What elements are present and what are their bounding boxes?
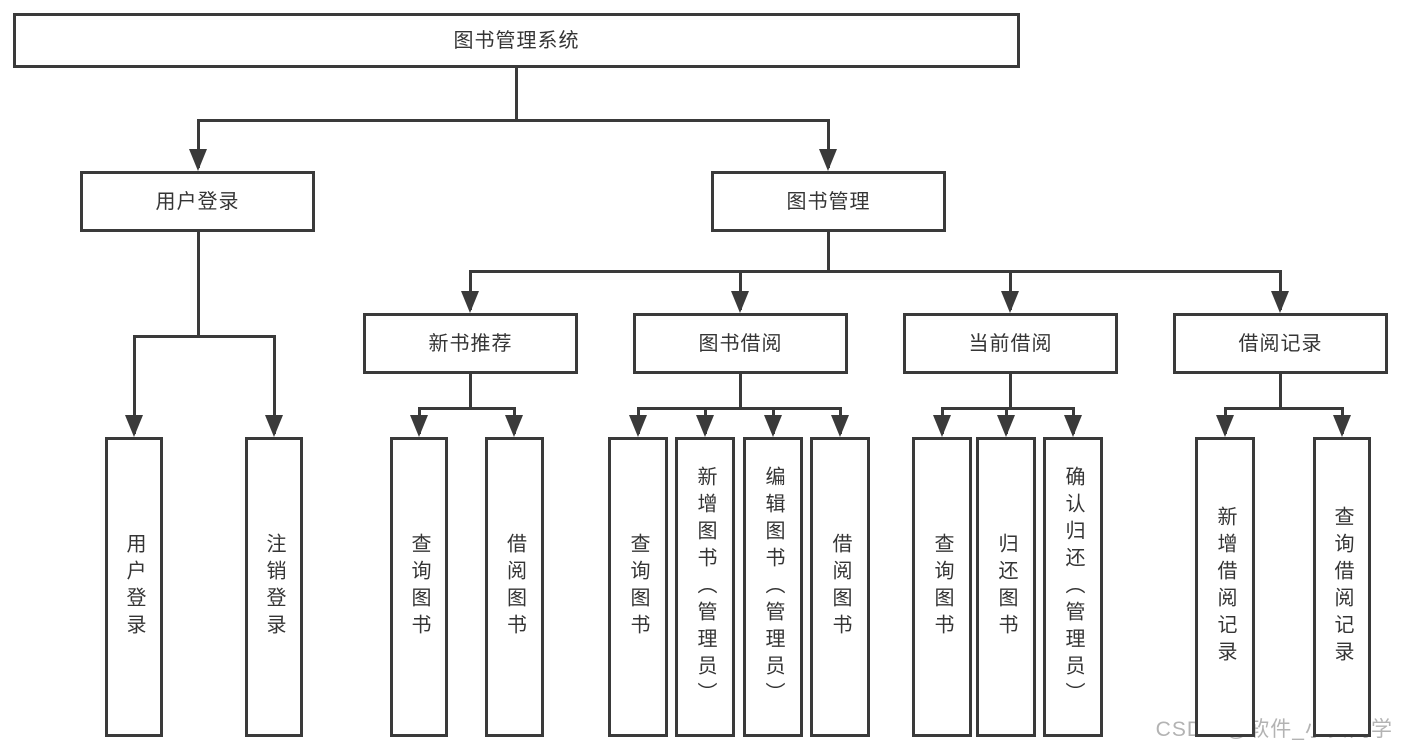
connector-line-vertical bbox=[1278, 271, 1282, 310]
node-leaf-borrow-book-2: 借阅图书 bbox=[810, 437, 870, 737]
connector-line-vertical bbox=[1008, 271, 1012, 310]
connector-line-horizontal bbox=[196, 118, 830, 122]
connector-line-vertical bbox=[514, 68, 518, 120]
node-leaf-return-book: 归还图书 bbox=[976, 437, 1036, 737]
arrowhead-down-icon bbox=[831, 415, 849, 437]
arrowhead-down-icon bbox=[1271, 291, 1289, 313]
arrowhead-down-icon bbox=[997, 415, 1015, 437]
connector-line-horizontal bbox=[468, 269, 1282, 273]
connector-line-vertical bbox=[738, 271, 742, 310]
arrowhead-down-icon bbox=[189, 149, 207, 171]
arrowhead-down-icon bbox=[764, 415, 782, 437]
arrowhead-down-icon bbox=[461, 291, 479, 313]
connector-line-vertical bbox=[738, 374, 742, 408]
connector-line-vertical bbox=[826, 232, 830, 271]
node-leaf-borrow-book-1: 借阅图书 bbox=[485, 437, 544, 737]
arrowhead-down-icon bbox=[125, 415, 143, 437]
arrowhead-down-icon bbox=[629, 415, 647, 437]
arrowhead-down-icon bbox=[1216, 415, 1234, 437]
node-user-login-branch: 用户登录 bbox=[80, 171, 315, 232]
connector-line-vertical bbox=[132, 336, 136, 434]
arrowhead-down-icon bbox=[505, 415, 523, 437]
arrowhead-down-icon bbox=[265, 415, 283, 437]
arrowhead-down-icon bbox=[1064, 415, 1082, 437]
connector-line-vertical bbox=[826, 120, 830, 168]
node-leaf-edit-book: 编辑图书（管理员） bbox=[743, 437, 803, 737]
connector-line-vertical bbox=[196, 232, 200, 336]
node-borrowing-records: 借阅记录 bbox=[1173, 313, 1388, 374]
node-leaf-logout: 注销登录 bbox=[245, 437, 303, 737]
arrowhead-down-icon bbox=[1333, 415, 1351, 437]
arrowhead-down-icon bbox=[819, 149, 837, 171]
node-leaf-query-record: 查询借阅记录 bbox=[1313, 437, 1371, 737]
connector-line-vertical bbox=[1278, 374, 1282, 408]
arrowhead-down-icon bbox=[731, 291, 749, 313]
node-leaf-query-book-3: 查询图书 bbox=[912, 437, 972, 737]
node-leaf-query-book-1: 查询图书 bbox=[390, 437, 448, 737]
node-book-management: 图书管理 bbox=[711, 171, 946, 232]
arrowhead-down-icon bbox=[410, 415, 428, 437]
connector-line-vertical bbox=[468, 374, 472, 408]
node-current-borrowing: 当前借阅 bbox=[903, 313, 1118, 374]
node-leaf-user-login: 用户登录 bbox=[105, 437, 163, 737]
node-leaf-add-book: 新增图书（管理员） bbox=[675, 437, 735, 737]
connector-line-horizontal bbox=[940, 406, 1075, 410]
arrowhead-down-icon bbox=[933, 415, 951, 437]
connector-line-vertical bbox=[196, 120, 200, 168]
connector-line-horizontal bbox=[132, 334, 276, 338]
node-leaf-add-record: 新增借阅记录 bbox=[1195, 437, 1255, 737]
connector-line-vertical bbox=[272, 336, 276, 434]
node-leaf-confirm-return: 确认归还（管理员） bbox=[1043, 437, 1103, 737]
arrowhead-down-icon bbox=[696, 415, 714, 437]
connector-line-horizontal bbox=[417, 406, 516, 410]
node-new-book-recommend: 新书推荐 bbox=[363, 313, 578, 374]
arrowhead-down-icon bbox=[1001, 291, 1019, 313]
node-book-borrowing: 图书借阅 bbox=[633, 313, 848, 374]
node-root: 图书管理系统 bbox=[13, 13, 1020, 68]
node-leaf-query-book-2: 查询图书 bbox=[608, 437, 668, 737]
connector-line-horizontal bbox=[1223, 406, 1344, 410]
connector-line-vertical bbox=[468, 271, 472, 310]
connector-line-vertical bbox=[1008, 374, 1012, 408]
connector-line-horizontal bbox=[636, 406, 842, 410]
